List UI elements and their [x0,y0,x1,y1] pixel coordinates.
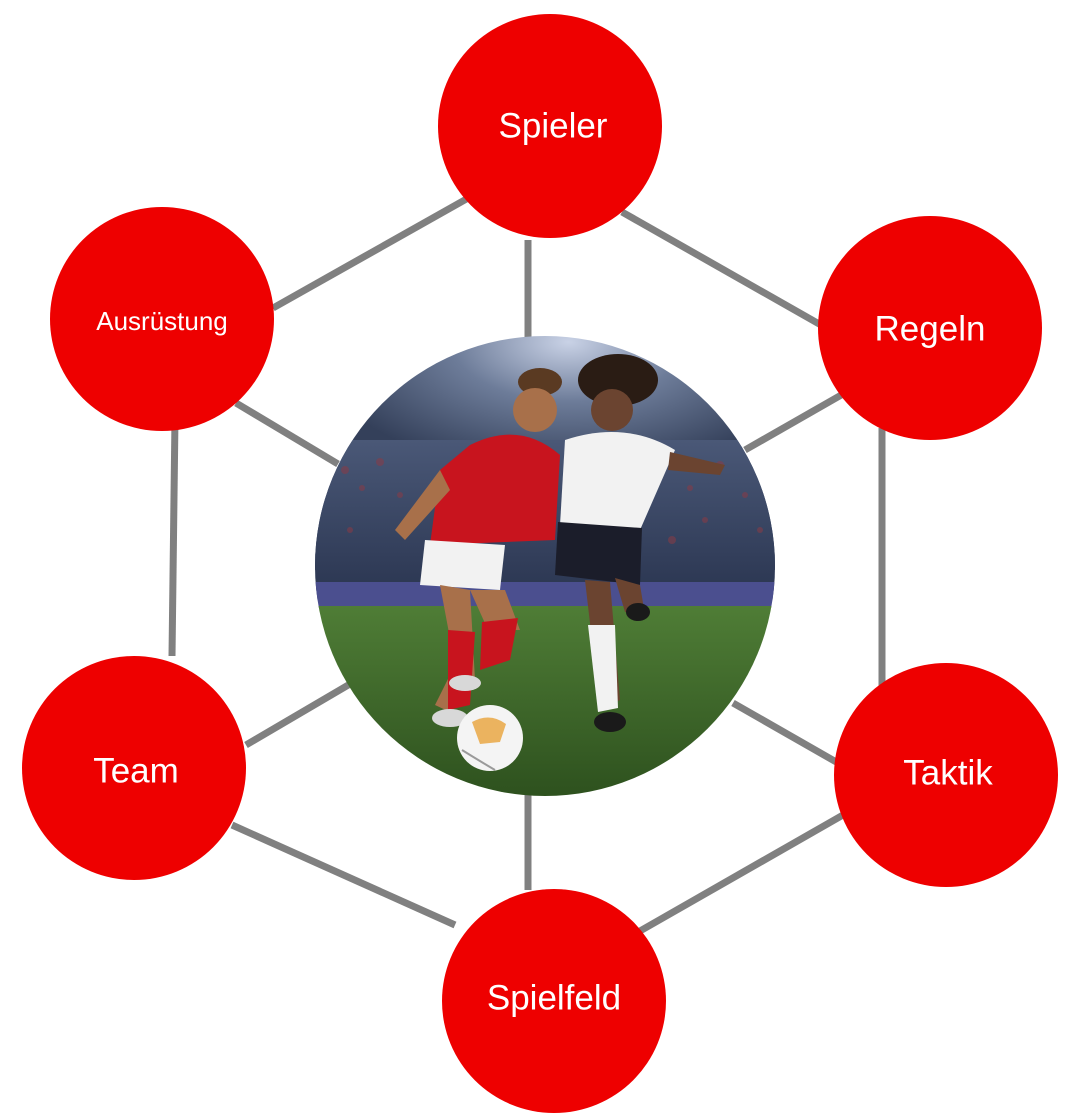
node-spieler-label: Spieler [499,107,608,146]
spoke-taktik [731,699,840,767]
node-spieler-circle [438,14,662,238]
photo-ad-board [315,582,775,608]
node-taktik-label: Taktik [903,754,993,793]
spoke-ausruestung [234,399,340,468]
photo-soccer-ball [457,705,523,771]
connector-ausruestung-spieler [271,193,472,312]
spoke-regeln [743,390,845,454]
node-spieler: Spieler [438,14,662,238]
connector-spielfeld-team [230,821,457,929]
node-regeln-circle [818,216,1042,440]
node-team: Team [22,656,246,880]
photo-player-red [395,368,562,727]
node-ausruestung-label: Ausrüstung [96,306,228,336]
node-taktik-circle [834,663,1058,887]
node-team-label: Team [93,752,179,791]
node-spielfeld: Spielfeld [442,889,666,1113]
connector-spieler-regeln [620,208,837,337]
connector-team-ausruestung [168,417,179,657]
node-team-circle [22,656,246,880]
photo-pitch [315,606,775,796]
connector-taktik-spielfeld [638,811,845,935]
spoke-team [244,680,352,749]
node-regeln: Regeln [818,216,1042,440]
node-taktik: Taktik [834,663,1058,887]
center-photo [315,336,775,796]
node-ausruestung: Ausrüstung [50,207,274,431]
node-ausruestung-circle [50,207,274,431]
connector-group [168,193,886,935]
node-spielfeld-label: Spielfeld [487,979,621,1018]
photo-player-white [555,354,725,732]
node-regeln-label: Regeln [875,310,986,349]
node-spielfeld-circle [442,889,666,1113]
